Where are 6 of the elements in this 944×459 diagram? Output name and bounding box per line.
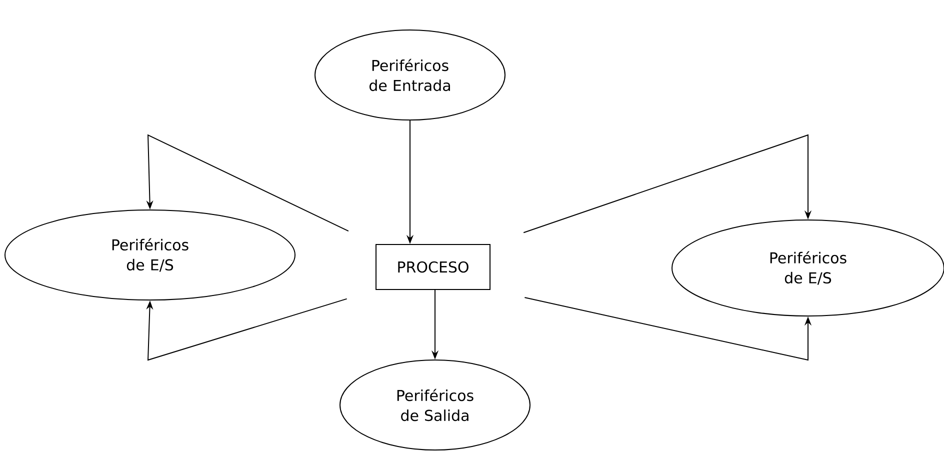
ellipse-node: Periféricos de Salida <box>340 360 530 450</box>
arrow <box>146 298 348 361</box>
arrow <box>523 134 812 234</box>
ellipse-node: Periféricos de Entrada <box>314 30 506 120</box>
process-box: PROCESO <box>376 244 490 290</box>
ellipse-node: Periféricos de E/S <box>4 210 296 300</box>
